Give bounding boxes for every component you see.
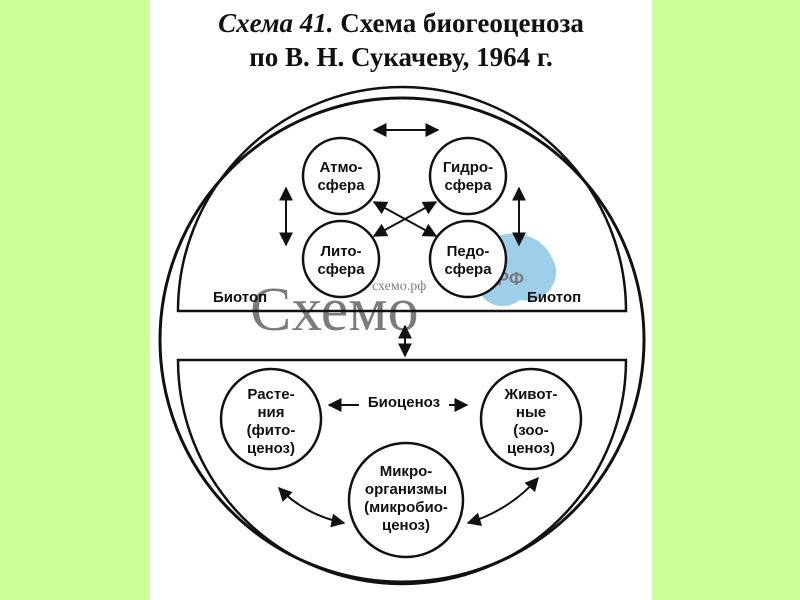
microorganisms-label-1: Микро-: [380, 463, 433, 480]
animals-label-3: (зоо-: [513, 422, 548, 439]
lithosphere-label-1: Лито-: [320, 243, 361, 260]
atmosphere-node: [301, 136, 381, 216]
animals-label-1: Живот-: [504, 386, 558, 403]
microorganisms-label-3: (микробио-: [364, 499, 448, 516]
pedosphere-node: [428, 219, 508, 299]
animals-label-2: ные: [516, 404, 546, 421]
biocenosis-label-bg: [359, 392, 449, 412]
animals-label-4: ценоз): [507, 440, 555, 457]
microorganisms-label-4: ценоз): [382, 517, 430, 534]
microorganisms-label-2: организмы: [365, 481, 447, 498]
biogeocenosis-diagram: Схемо схемо.рф РФ Биоценоз: [158, 85, 646, 586]
atmosphere-label-1: Атмо-: [319, 159, 362, 176]
arrow-microorganisms-animals: [466, 476, 539, 526]
watermark: Схемо схемо.рф РФ: [250, 233, 557, 344]
biotop-label-left: Биотоп: [213, 289, 267, 306]
plants-label-2: ния: [257, 404, 284, 421]
pedosphere-label-1: Педо-: [447, 243, 490, 260]
biocenosis-label: Биоценоз: [368, 394, 440, 411]
outer-ecosystem-circle: [158, 96, 646, 584]
arrow-hydro-litho: [372, 201, 438, 237]
plants-label-3: (фито-: [247, 422, 296, 439]
microorganisms-node: [347, 441, 465, 559]
plants-label-4: ценоз): [247, 440, 295, 457]
diagram-sheet: Схема 41. Схема биогеоценоза по В. Н. Су…: [150, 0, 652, 600]
biocenosis-half: [176, 358, 628, 586]
biotope-half: [176, 85, 628, 313]
lithosphere-label-2: сфера: [317, 261, 365, 278]
scheme-title: Схема биогеоценоза: [333, 8, 584, 38]
lithosphere-node: [301, 219, 381, 299]
hydrosphere-node: [428, 136, 508, 216]
hydrosphere-label-1: Гидро-: [443, 159, 493, 176]
diagram-title-line-2: по В. Н. Сукачеву, 1964 г.: [249, 42, 553, 72]
arrow-plants-microorganisms: [278, 486, 346, 528]
watermark-small: схемо.рф: [372, 279, 426, 294]
animals-node: [479, 367, 583, 471]
hydrosphere-label-2: сфера: [444, 177, 492, 194]
pedosphere-label-2: сфера: [444, 261, 492, 278]
biotop-label-right: Биотоп: [527, 289, 581, 306]
atmosphere-label-2: сфера: [317, 177, 365, 194]
plants-label-1: Расте-: [247, 386, 294, 403]
diagram-title-line-1: Схема 41. Схема биогеоценоза: [150, 8, 652, 39]
plants-node: [219, 367, 323, 471]
scheme-number: Схема 41.: [218, 8, 334, 38]
